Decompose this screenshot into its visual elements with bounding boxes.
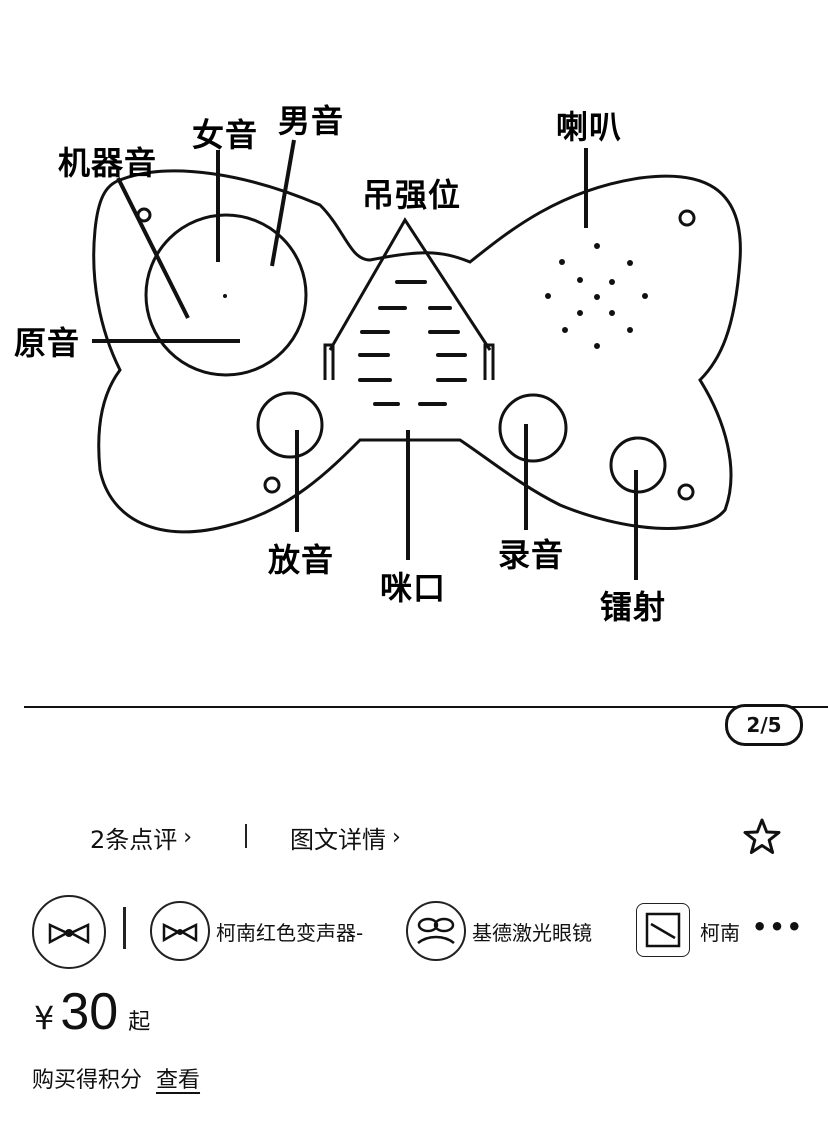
variant-thumb-conan[interactable] [636, 903, 690, 957]
price-currency: ¥ [34, 999, 55, 1037]
label-original-voice: 原音 [14, 324, 81, 362]
variant-label-voice-changer[interactable]: 柯南红色变声器- [216, 921, 364, 945]
label-lanyard-hole: 吊强位 [362, 176, 462, 214]
variant-thumb-selected[interactable] [32, 895, 106, 969]
variant-selector: 柯南红色变声器- 基德激光眼镜 柯南 ••• [0, 895, 828, 969]
favorite-star-icon[interactable] [742, 817, 782, 857]
label-microphone: 咪口 [380, 569, 447, 607]
price-block: ¥ 30 起 [34, 982, 150, 1042]
bowtie-icon [162, 922, 198, 943]
info-tabs: 2条点评 › 图文详情 › [0, 818, 828, 858]
tab-details[interactable]: 图文详情 › [290, 820, 401, 855]
glasses-icon [417, 917, 455, 945]
tab-divider [245, 824, 247, 848]
package-icon [645, 912, 681, 948]
image-divider [24, 706, 828, 708]
bowtie-icon [48, 923, 90, 945]
more-variants-icon[interactable]: ••• [752, 913, 805, 941]
label-playback: 放音 [268, 541, 335, 579]
bowtie-voice-changer-drawing [92, 139, 742, 580]
variant-divider [123, 907, 126, 949]
points-label: 购买得积分 [32, 1068, 143, 1093]
chevron-right-icon: › [183, 825, 193, 850]
tab-reviews[interactable]: 2条点评 › [90, 820, 192, 855]
label-laser: 镭射 [600, 588, 667, 626]
label-record: 录音 [498, 536, 565, 574]
variant-thumb-voice-changer[interactable] [150, 901, 210, 961]
chevron-right-icon: › [392, 825, 401, 850]
tab-details-label: 图文详情 [290, 826, 386, 854]
label-speaker: 喇叭 [556, 108, 623, 146]
variant-thumb-kid-glasses[interactable] [406, 901, 466, 961]
product-image-diagram[interactable]: 机器音 女音 男音 原音 吊强位 喇叭 放音 咪口 录音 镭射 [0, 0, 828, 700]
points-row: 购买得积分 查看 [32, 1062, 200, 1094]
variant-label-kid-glasses[interactable]: 基德激光眼镜 [472, 921, 592, 945]
image-pager-indicator: 2/5 [725, 704, 803, 746]
points-view-link[interactable]: 查看 [156, 1068, 201, 1093]
label-robot-voice: 机器音 [58, 144, 158, 182]
label-male-voice: 男音 [278, 102, 345, 140]
price-amount: 30 [60, 983, 119, 1041]
tab-reviews-label: 2条点评 [90, 826, 178, 854]
label-female-voice: 女音 [192, 116, 259, 154]
variant-label-conan[interactable]: 柯南 [700, 921, 740, 945]
price-suffix: 起 [128, 1010, 151, 1035]
